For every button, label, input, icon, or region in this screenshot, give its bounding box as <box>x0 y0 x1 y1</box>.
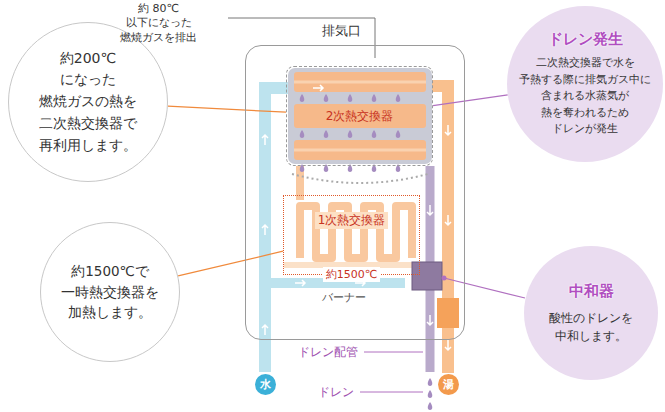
callout-text: 二次熱交換器で水を 予熱する際に排気ガス中に 含まれる水蒸気が 熱を奪われるため… <box>519 55 651 138</box>
leader-line <box>360 392 423 393</box>
flow-arrow <box>295 280 305 286</box>
callout-text: 約1500℃で 一時熱交換器を 加熱します。 <box>61 261 159 324</box>
callout-text: 酸性のドレンを 中和します。 <box>549 309 633 345</box>
drain-drop <box>324 94 329 102</box>
temperature-label: 約1500℃ <box>323 267 380 282</box>
heat-exchanger-box: 1次熱交換器約1500℃ <box>283 195 420 275</box>
leader-dot <box>442 276 447 281</box>
coil <box>300 206 412 258</box>
flow-arrow <box>262 135 268 145</box>
pipe-label: ドレン配管 <box>298 344 358 361</box>
leader-line <box>178 251 283 276</box>
callout-circle: 約1500℃で 一時熱交換器を 加熱します。 <box>40 222 180 362</box>
callout-circle: 中和器酸性のドレンを 中和します。 <box>524 246 658 380</box>
exchanger-tube <box>294 82 426 150</box>
drain-drop <box>300 130 305 138</box>
outlet-label: 湯 <box>443 377 454 392</box>
leader-line <box>228 18 375 58</box>
leader-line <box>444 278 525 298</box>
drain-drop <box>348 130 353 138</box>
drain-drop <box>372 130 377 138</box>
valve-box <box>437 298 459 328</box>
drain-drop <box>324 130 329 138</box>
water-inlet-drop: 水 <box>255 374 276 395</box>
flow-arrow <box>427 315 433 325</box>
hot-water-drop: 湯 <box>438 374 459 395</box>
flow-arrow <box>445 215 451 225</box>
drain-drop <box>396 94 401 102</box>
exchanger-label: 1次熱交換器 <box>315 212 389 229</box>
drain-drops <box>300 94 433 410</box>
flow-arrow <box>262 325 268 335</box>
callout-heading: 中和器 <box>569 282 614 301</box>
primary-heat-exchanger-art <box>284 206 421 268</box>
drain-drop <box>372 94 377 102</box>
burner-label: バーナー <box>322 290 366 305</box>
housing-label: 排気口 <box>322 22 361 40</box>
exchanger-body <box>288 68 432 164</box>
drain-drop <box>428 390 433 398</box>
neutralizer-box <box>412 262 442 290</box>
drain-drop <box>428 402 433 410</box>
callout-text: 約200℃になった 燃焼ガスの熱を 二次熱交換器で 再利用します。 <box>39 48 137 156</box>
flow-arrow <box>445 125 451 135</box>
drain-drop <box>348 94 353 102</box>
flow-arrows <box>262 85 451 350</box>
exhaust-note: 約 80℃以下になった 燃焼ガスを排出 <box>120 2 197 45</box>
drain-drop <box>428 378 433 386</box>
callout-circle: 約200℃になった 燃焼ガスの熱を 二次熱交換器で 再利用します。 <box>8 22 168 182</box>
flow-arrow <box>262 225 268 235</box>
drain-tray <box>292 174 428 183</box>
leader-line <box>168 106 286 112</box>
drain-drop <box>396 130 401 138</box>
secondary-heat-exchanger-art <box>288 68 432 410</box>
callout-heading: ドレン発生 <box>548 30 623 49</box>
callout-circle: ドレン発生二次熱交換器で水を 予熱する際に排気ガス中に 含まれる水蒸気が 熱を奪… <box>507 6 663 162</box>
flow-arrow <box>427 205 433 215</box>
leader-line <box>364 352 423 353</box>
flow-arrow <box>445 340 451 350</box>
drain-drop <box>300 94 305 102</box>
exchanger-label: 2次熱交換器 <box>323 108 397 125</box>
leader-line <box>433 95 508 106</box>
drain-label: ドレン <box>318 384 354 401</box>
heat-exchanger-box: 2次熱交換器 <box>286 66 433 166</box>
exchanger-row <box>294 104 426 128</box>
inlet-label: 水 <box>260 377 271 392</box>
flow-arrow <box>313 85 323 91</box>
